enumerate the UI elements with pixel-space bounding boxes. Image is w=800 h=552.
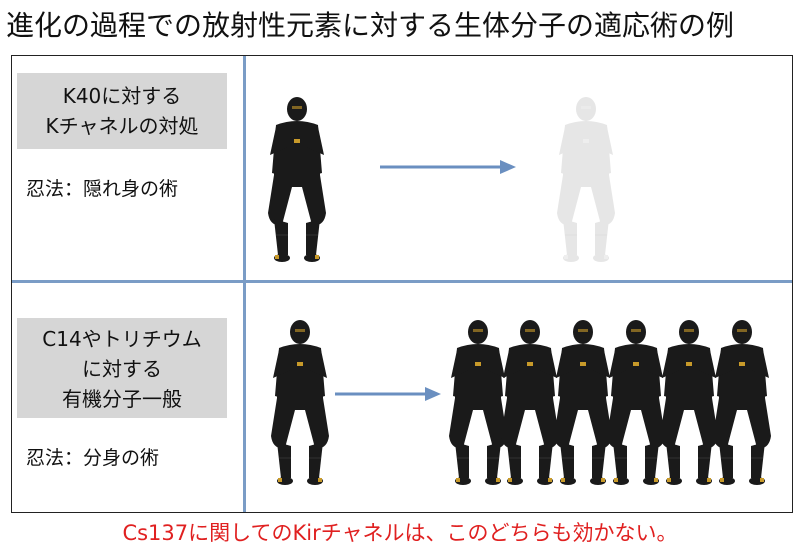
- row2-label-line: C14やトリチウム: [42, 327, 202, 351]
- row2-clone-ninja-icon: [601, 318, 671, 492]
- slide-title: 進化の過程での放射性元素に対する生体分子の適応術の例: [6, 9, 735, 42]
- row1-label-box: K40に対する Kチャネルの対処: [17, 73, 227, 149]
- row2-clone-ninja-icon: [707, 318, 777, 492]
- horizontal-divider: [12, 280, 792, 283]
- row2-ninja-icon: [265, 318, 335, 492]
- row2-arrow-icon: [335, 387, 441, 401]
- row2-clone-ninja-icon: [654, 318, 724, 492]
- row1-ninja-icon: [262, 95, 332, 269]
- footer-note: Cs137に関してのKirチャネルは、このどちらも効かない。: [122, 521, 678, 545]
- row2-label-box: C14やトリチウム に対する 有機分子一般: [17, 318, 227, 418]
- row1-label-line: Kチャネルの対処: [45, 114, 199, 138]
- row1-arrow-icon: [380, 160, 516, 174]
- row1-label-line: K40に対する: [62, 84, 182, 108]
- row1-hidden-ninja-icon: [551, 95, 621, 269]
- row2-label-line: 有機分子一般: [62, 387, 182, 411]
- comparison-table: [11, 55, 793, 513]
- row2-clone-ninja-icon: [548, 318, 618, 492]
- row2-label-line: に対する: [82, 357, 162, 381]
- vertical-divider: [243, 56, 246, 512]
- row2-jutsu: 忍法：分身の術: [26, 447, 160, 469]
- row2-clone-ninja-icon: [443, 318, 513, 492]
- row1-jutsu: 忍法：隠れ身の術: [26, 178, 179, 200]
- row2-clone-ninja-icon: [495, 318, 565, 492]
